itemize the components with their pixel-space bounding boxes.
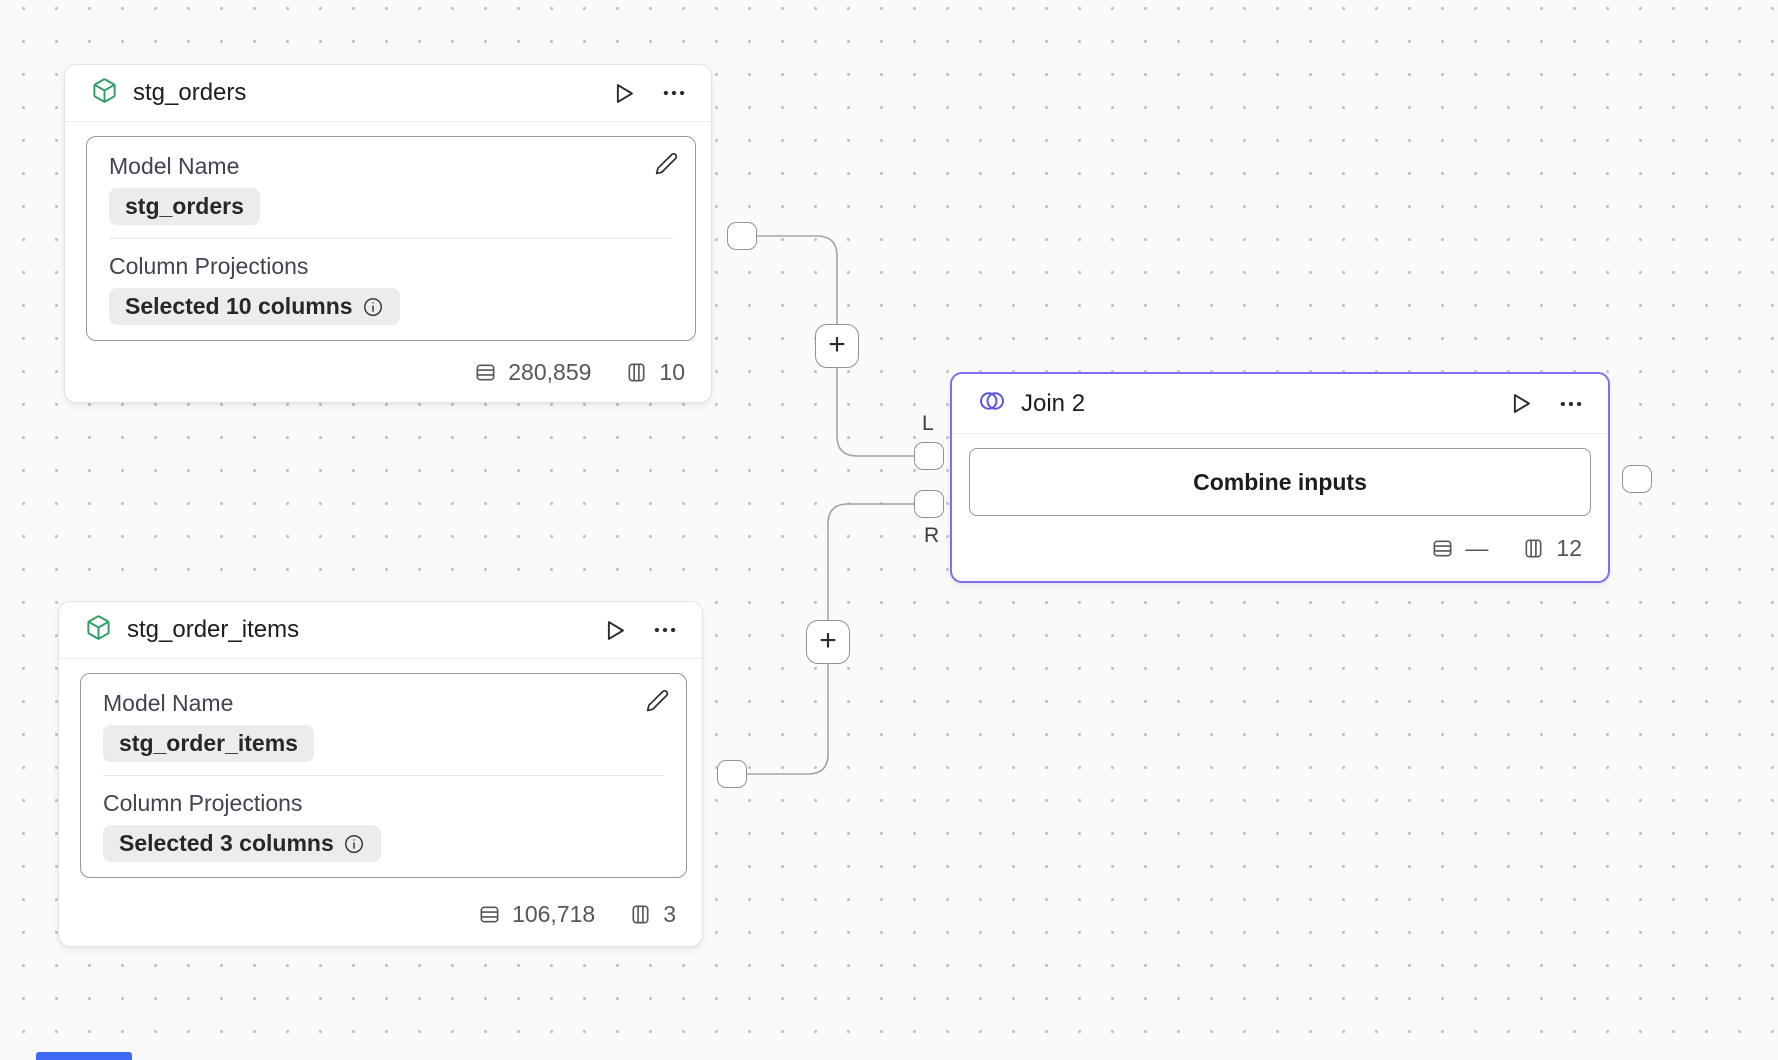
info-icon <box>344 834 363 853</box>
model-name-value: stg_order_items <box>119 730 298 756</box>
run-play-icon[interactable] <box>601 617 628 644</box>
left-port-label: L <box>922 412 934 435</box>
join-left-input-port[interactable] <box>914 442 944 470</box>
rows-icon <box>1433 540 1452 557</box>
output-port-stg-orders[interactable] <box>727 222 757 250</box>
join-right-input-port[interactable] <box>914 490 944 518</box>
column-count: 10 <box>659 359 685 385</box>
info-icon <box>363 297 382 316</box>
node-title: stg_order_items <box>127 616 300 643</box>
column-projections-value: Selected 3 columns <box>119 830 334 856</box>
column-projections-chip[interactable]: Selected 10 columns <box>109 288 400 325</box>
node-join-2[interactable]: Join 2 Combine inputs — 12 <box>950 372 1610 583</box>
columns-icon <box>628 363 645 382</box>
divider <box>103 775 664 776</box>
column-projections-chip[interactable]: Selected 3 columns <box>103 825 381 862</box>
combine-inputs-button[interactable]: Combine inputs <box>969 448 1591 516</box>
column-count: 12 <box>1556 535 1582 561</box>
rows-icon <box>476 364 495 381</box>
join-venn-icon <box>978 387 1006 420</box>
run-play-icon[interactable] <box>1507 390 1534 417</box>
edit-pencil-icon[interactable] <box>654 151 679 176</box>
row-count: 280,859 <box>508 359 592 385</box>
node-stg-order-items[interactable]: stg_order_items Model Name stg_order_ite… <box>58 601 703 947</box>
node-config-card: Model Name stg_order_items Column Projec… <box>80 673 687 878</box>
add-node-on-edge-button-bottom[interactable]: + <box>806 620 850 664</box>
node-join-2-header: Join 2 <box>952 374 1608 434</box>
add-node-on-edge-button-top[interactable]: + <box>815 324 859 368</box>
edit-pencil-icon[interactable] <box>645 688 670 713</box>
run-play-icon[interactable] <box>610 80 637 107</box>
more-menu-ellipsis-icon[interactable] <box>652 617 678 643</box>
row-count: — <box>1465 535 1489 561</box>
columns-icon <box>632 905 649 924</box>
model-name-value: stg_orders <box>125 193 244 219</box>
divider <box>109 238 673 239</box>
node-stg-orders[interactable]: stg_orders Model Name stg_orders Column … <box>64 64 712 403</box>
model-name-label: Model Name <box>103 690 234 716</box>
column-projections-label: Column Projections <box>103 790 303 816</box>
node-stg-orders-header: stg_orders <box>65 65 711 122</box>
node-stats: 280,859 10 <box>65 341 711 404</box>
output-port-join[interactable] <box>1622 465 1652 493</box>
node-title: stg_orders <box>133 79 247 106</box>
model-name-chip[interactable]: stg_order_items <box>103 725 314 762</box>
right-port-label: R <box>924 524 940 547</box>
more-menu-ellipsis-icon[interactable] <box>661 80 687 106</box>
model-box-icon <box>91 77 118 109</box>
model-name-label: Model Name <box>109 153 240 179</box>
node-stg-order-items-header: stg_order_items <box>59 602 702 659</box>
column-projections-value: Selected 10 columns <box>125 293 353 319</box>
rows-icon <box>480 906 499 923</box>
output-port-stg-order-items[interactable] <box>717 760 747 788</box>
columns-icon <box>1525 539 1542 558</box>
node-config-card: Model Name stg_orders Column Projections… <box>86 136 696 341</box>
column-count: 3 <box>663 901 676 927</box>
node-stats: 106,718 3 <box>59 883 702 946</box>
model-box-icon <box>85 614 112 646</box>
node-stats: — 12 <box>952 516 1608 581</box>
row-count: 106,718 <box>512 901 596 927</box>
node-title: Join 2 <box>1021 389 1086 417</box>
column-projections-label: Column Projections <box>109 253 309 279</box>
partial-blue-element <box>36 1052 132 1060</box>
model-name-chip[interactable]: stg_orders <box>109 188 260 225</box>
more-menu-ellipsis-icon[interactable] <box>1558 391 1584 417</box>
